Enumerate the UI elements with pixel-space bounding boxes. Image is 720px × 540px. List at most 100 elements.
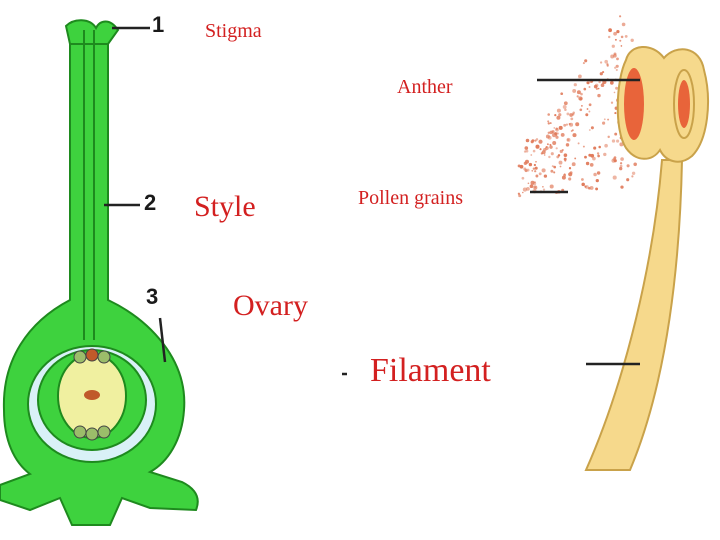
pollen-grain [561, 148, 564, 152]
pollen-grain [593, 172, 597, 177]
pollen-grain [552, 133, 557, 138]
pollen-grain [534, 139, 537, 142]
pollen-grain [547, 131, 550, 134]
pollen-grain [599, 61, 603, 64]
pollen-grain [553, 165, 557, 169]
pollen-grain [551, 165, 554, 168]
pollen-grain [598, 145, 601, 149]
pollen-grain [588, 86, 591, 88]
pollen-grain [534, 166, 538, 170]
pollen-grain [613, 53, 617, 58]
pollen-grain [621, 22, 626, 27]
pollen-grain [522, 187, 527, 192]
pollen-grain [582, 145, 585, 148]
pollen-grain [563, 153, 568, 157]
pollen-grain [555, 135, 559, 139]
pollen-grain [610, 101, 614, 104]
pollen-grain [626, 164, 630, 168]
pollen-grain [563, 101, 568, 106]
pollen-grain [603, 152, 607, 157]
pollen-grain [593, 146, 597, 150]
pollen-grain [613, 31, 617, 36]
pollen-grain [631, 171, 636, 175]
pollen-grain [584, 185, 589, 189]
pollen-grain [602, 121, 606, 125]
pollen-grain [607, 118, 610, 121]
pollen-grain [556, 132, 559, 135]
pollen-grain [588, 103, 592, 107]
pollen-grain [562, 104, 567, 109]
pollen-grain [619, 162, 623, 165]
pollen-grain [606, 63, 609, 66]
pollen-grain [607, 135, 610, 139]
pollen-grain [523, 167, 527, 171]
pollen-grain [581, 182, 585, 187]
pollen-grain [528, 162, 533, 167]
pollen-grain [594, 83, 599, 88]
pollen-grain [592, 156, 596, 161]
stigma-top [64, 19, 120, 45]
pollen-grain [619, 166, 623, 171]
pollen-grain [590, 153, 595, 158]
pollen-grain [531, 169, 534, 172]
pollen-grain [572, 88, 577, 93]
anther-shape [616, 46, 709, 163]
pollen-grain [604, 143, 608, 148]
pollen-grain [588, 110, 591, 113]
pollen-grain [614, 66, 617, 69]
pollen-grain [570, 130, 573, 132]
pollen-grain [569, 113, 573, 117]
pollen-grain [546, 143, 549, 146]
pollen-grain [538, 172, 542, 176]
pollen-grain [620, 45, 623, 47]
pollen-grain [521, 176, 525, 180]
pollen-grain [533, 163, 537, 167]
pollen-grain [599, 72, 603, 76]
pollen-grain [545, 146, 549, 150]
pollen-grain [586, 108, 589, 110]
pollen-grain [542, 188, 546, 191]
pollen-grain [545, 134, 550, 139]
pollen-grain [630, 38, 634, 42]
pollen-grain [542, 185, 544, 188]
pistil-number-1: 1 [152, 12, 165, 37]
pollen-grain [595, 87, 599, 91]
pollen-grain [553, 171, 556, 174]
pollen-grain [614, 132, 618, 136]
pollen-grain [573, 83, 577, 87]
pollen-grain [574, 157, 577, 160]
pollen-grain [550, 152, 554, 156]
pollen-grain [550, 169, 554, 173]
pollen-grain [559, 165, 562, 168]
pollen-grain [527, 182, 530, 185]
pollen-grain [556, 115, 561, 120]
pollen-grain [555, 134, 558, 137]
pollen-grain [582, 62, 585, 65]
pollen-grain [578, 96, 583, 101]
pollen-grain [558, 125, 563, 130]
pollen-grain [576, 95, 579, 98]
pollen-grain [530, 180, 535, 185]
pollen-grain [571, 162, 576, 167]
pollen-grain [611, 44, 615, 48]
pollen-grain [595, 187, 599, 191]
pollen-grain [524, 146, 529, 150]
pollen-grain [563, 123, 567, 127]
pollen-grain [535, 160, 537, 163]
pollen-grain [598, 80, 601, 84]
pollen-grain [580, 92, 583, 96]
pollen-grain [566, 137, 571, 142]
pollen-grain [614, 112, 617, 115]
pollen-grain [589, 185, 594, 190]
pollen-grain [556, 108, 561, 113]
label-pollen-grains: Pollen grains [358, 187, 463, 209]
pollen-grain [561, 175, 566, 180]
pollen-grain [597, 87, 600, 90]
pollen-grain [538, 139, 543, 144]
pollen-grain [633, 162, 637, 167]
pollen-grain [540, 152, 544, 155]
pollen-grain [575, 122, 580, 127]
pollen-grain [585, 161, 590, 166]
pollen-grain [614, 38, 617, 41]
